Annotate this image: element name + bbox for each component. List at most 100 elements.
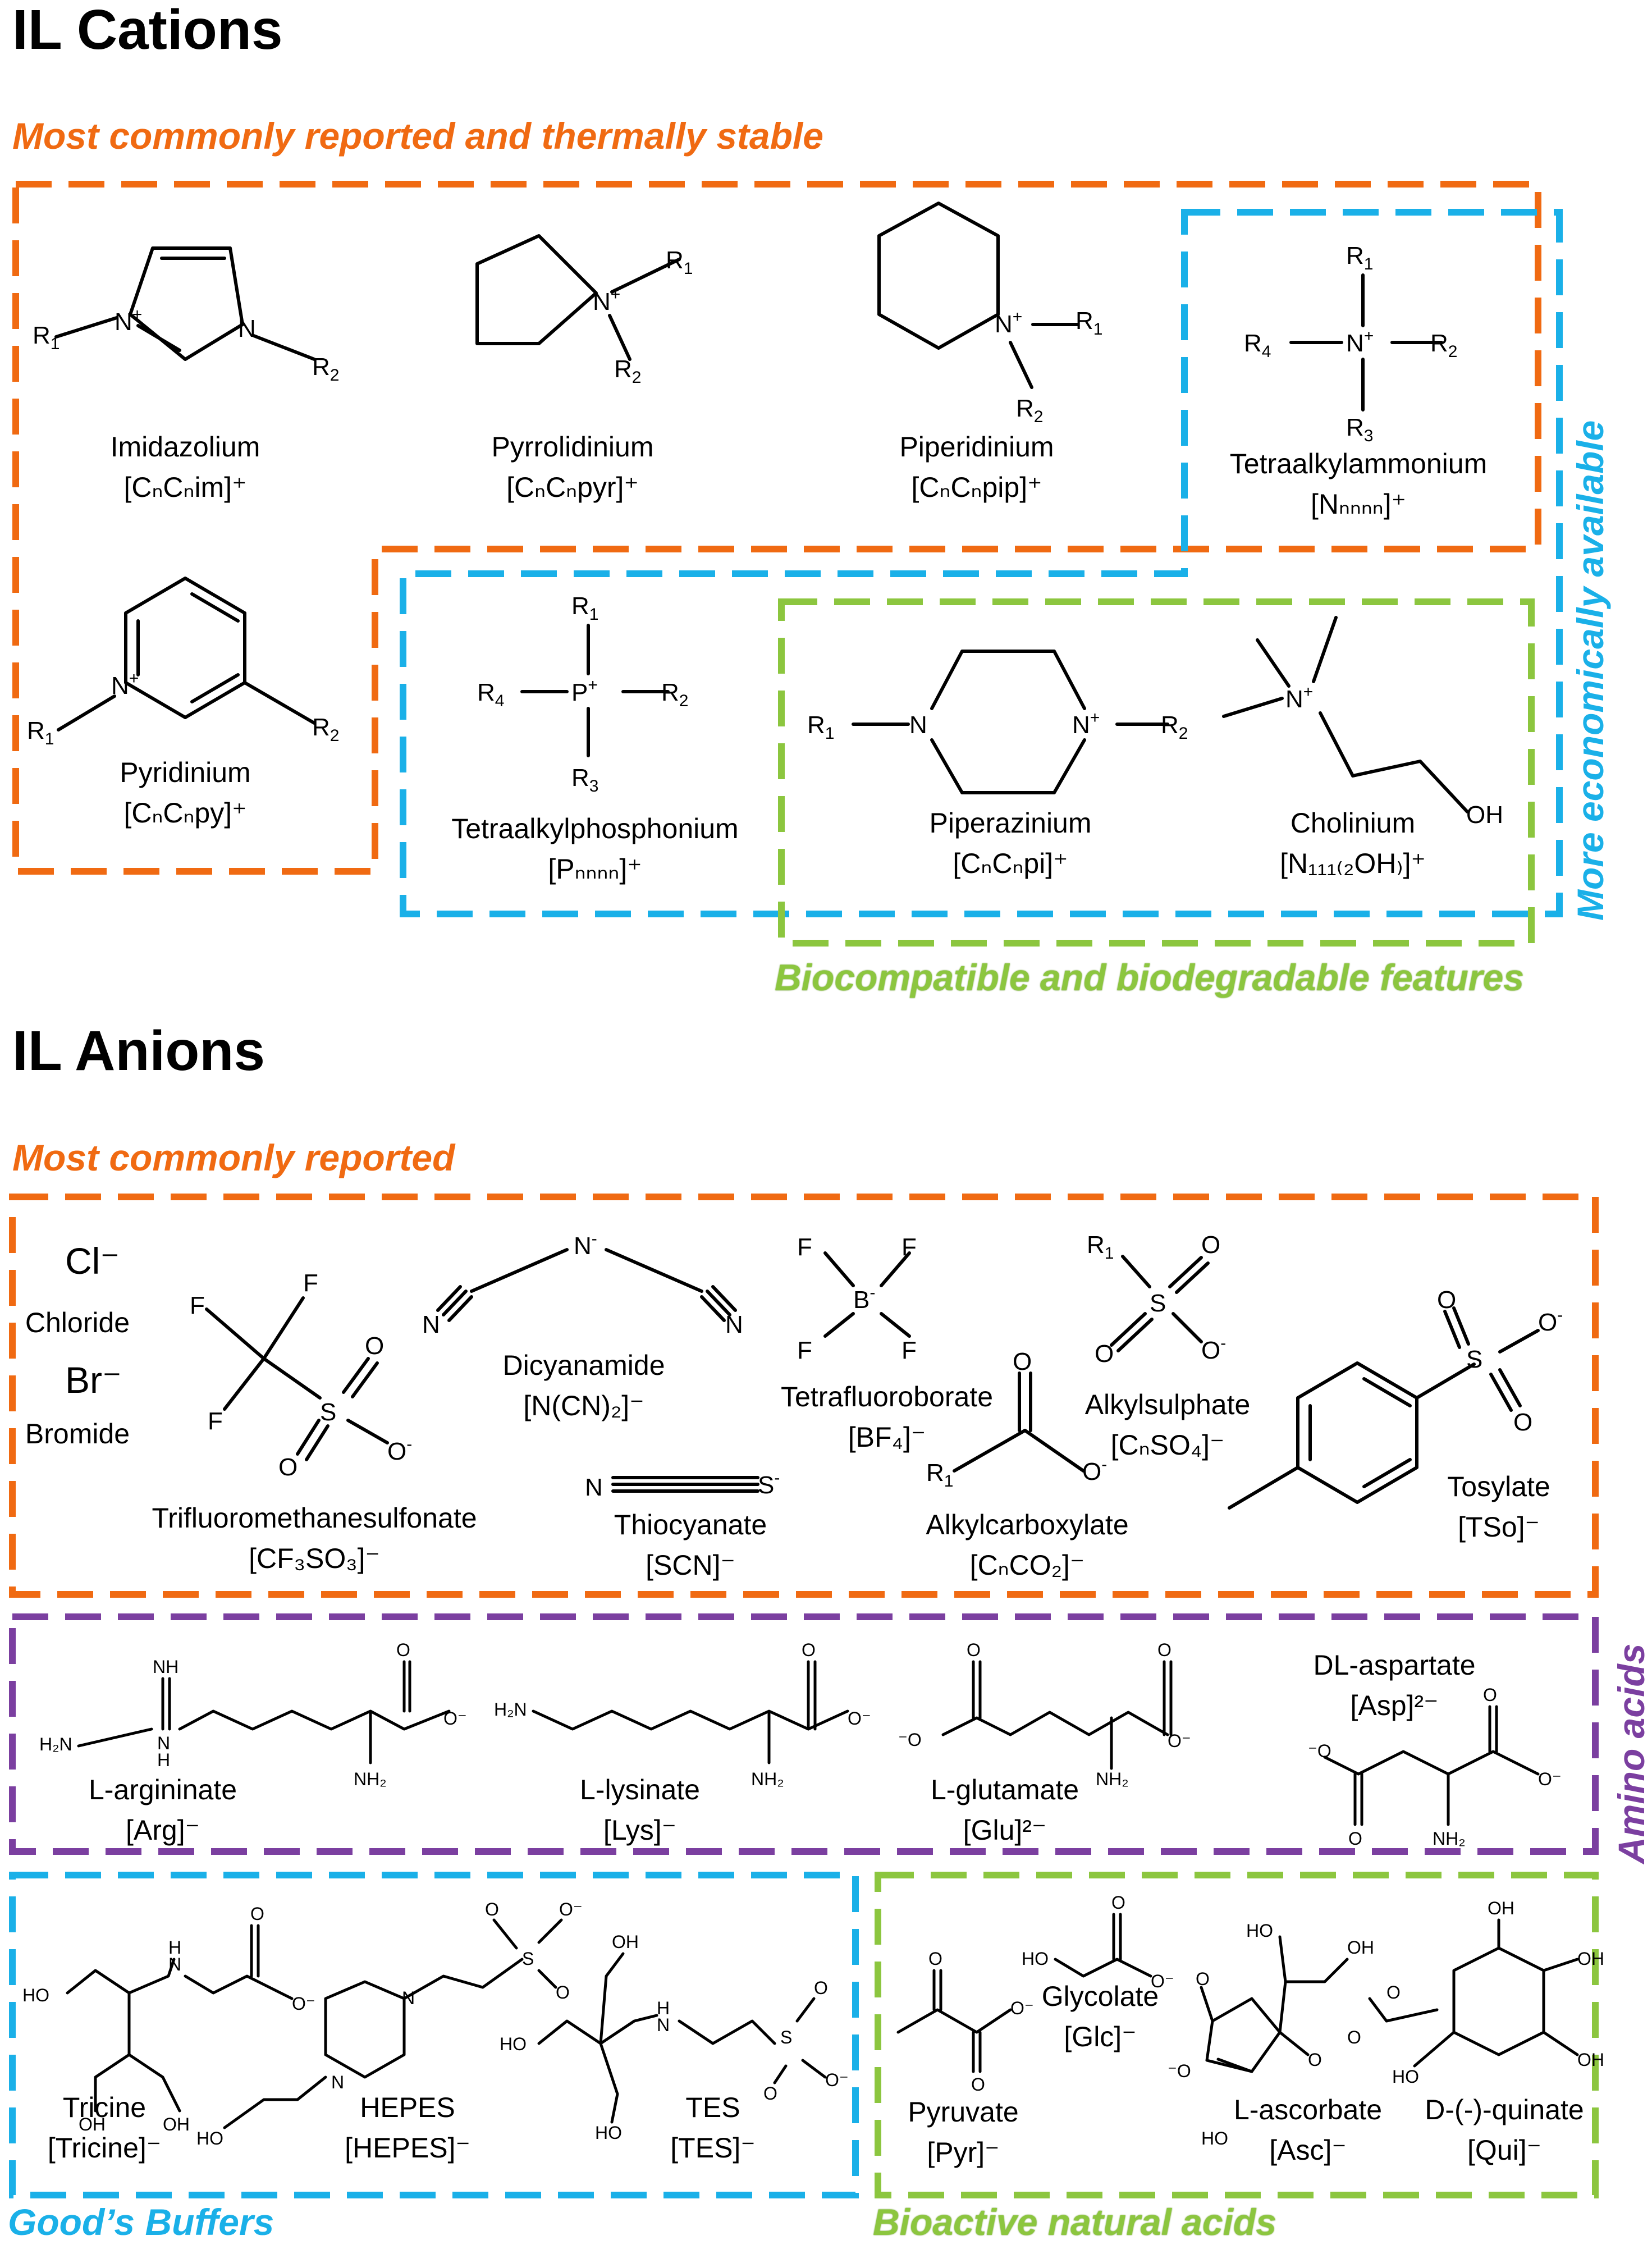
tetraalkylammonium-structure [1289, 273, 1443, 412]
box-common-anions [9, 1194, 1599, 1598]
anion-abbr: [CF₃SO₃]⁻ [249, 1543, 380, 1574]
svg-text:O⁻: O⁻ [292, 1994, 315, 2014]
group-label-natural: Bioactive natural acids [873, 2201, 1276, 2243]
svg-text:N-: N- [574, 1229, 597, 1260]
anion-name: Glycolate [1041, 1981, 1159, 2012]
anion-abbr: [CₙSO₄]⁻ [1110, 1429, 1225, 1461]
anion-abbr: [HEPES]⁻ [345, 2132, 470, 2164]
svg-text:R2: R2 [661, 679, 688, 710]
svg-text:HO: HO [1201, 2128, 1228, 2148]
anions-title: IL Anions [12, 1019, 265, 1082]
svg-text:F: F [190, 1292, 205, 1319]
piperidinium-structure [877, 202, 1079, 389]
svg-text:OH: OH [612, 1932, 639, 1952]
pyrrolidinium-structure [475, 234, 681, 361]
cation-name: Piperazinium [929, 807, 1092, 839]
svg-text:R4: R4 [1244, 330, 1271, 361]
svg-text:S: S [780, 2027, 792, 2047]
anion-pyruvate: Pyruvate [Pyr]⁻ [908, 2092, 1018, 2173]
tetrafluoroborate-structure [823, 1251, 911, 1338]
anion-name: L-argininate [88, 1774, 237, 1805]
aspartate-structure [1323, 1705, 1540, 1826]
svg-text:N: N [422, 1311, 440, 1338]
svg-text:O: O [802, 1640, 816, 1660]
anion-hepes: HEPES [HEPES]⁻ [345, 2087, 470, 2168]
cation-imidazolium: Imidazolium [CₙCₙim]⁺ [111, 427, 260, 508]
anion-abbr: [Arg]⁻ [126, 1814, 200, 1846]
svg-text:R1: R1 [926, 1459, 953, 1491]
anion-abbr: [SCN]⁻ [646, 1549, 735, 1581]
svg-text:O: O [967, 1640, 981, 1660]
group-label-common: Most commonly reported [12, 1137, 455, 1178]
anion-argininate: L-argininate [Arg]⁻ [89, 1770, 237, 1850]
triflate-structure [205, 1296, 389, 1461]
svg-text:OH: OH [79, 2114, 106, 2134]
group-label-bio: Biocompatible and biodegradable features [775, 957, 1524, 998]
svg-text:R2: R2 [1016, 395, 1043, 426]
svg-text:HO: HO [22, 1985, 49, 2005]
box-natural-acids [875, 1872, 1599, 2198]
svg-text:OH: OH [1466, 801, 1503, 829]
anion-name: HEPES [360, 2092, 455, 2123]
alkylsulphate-structure [1110, 1255, 1210, 1352]
svg-text:N+: N+ [995, 308, 1022, 338]
svg-text:R1: R1 [1076, 307, 1102, 339]
anion-abbr: [TSo]⁻ [1458, 1511, 1540, 1543]
svg-text:O-: O- [1201, 1334, 1226, 1364]
atom-labels: R1 N+ N R2 N+ R1 R2 N+ R1 R2 R1 N+ R4 R2… [27, 242, 1563, 1501]
anion-glycolate: Glycolate [Glc]⁻ [1042, 1976, 1159, 2057]
box-goods-buffers [9, 1872, 859, 2198]
anion-abbr: [TES]⁻ [670, 2132, 756, 2164]
anion-name: Alkylcarboxylate [926, 1509, 1129, 1540]
glycolate-structure [1054, 1913, 1152, 1978]
svg-text:N: N [168, 1954, 181, 1974]
svg-text:O: O [1095, 1340, 1114, 1368]
svg-text:O: O [1437, 1286, 1456, 1314]
cation-piperazinium: Piperazinium [CₙCₙpi]⁺ [929, 803, 1091, 884]
chloride-name: Chloride [25, 1307, 130, 1338]
tes-structure [537, 1952, 827, 2124]
svg-text:S: S [1466, 1346, 1482, 1373]
cation-abbr: [CₙCₙpy]⁺ [123, 797, 247, 829]
cation-cholinium: Cholinium [N₁₁₁₍₂OH₎]⁺ [1280, 803, 1426, 884]
group-label-buffers: Good’s Buffers [8, 2201, 274, 2243]
cation-name: Tetraalkylammonium [1229, 448, 1488, 479]
svg-text:N: N [585, 1474, 603, 1501]
anion-tes: TES [TES]⁻ [670, 2087, 755, 2168]
svg-text:O: O [1483, 1685, 1497, 1705]
svg-text:N+: N+ [1285, 683, 1313, 713]
svg-text:N: N [238, 315, 256, 342]
anion-quinate: D-(-)-quinate [Qui]⁻ [1425, 2090, 1584, 2170]
svg-text:OH: OH [1577, 1949, 1604, 1969]
svg-text:N: N [157, 1733, 170, 1753]
ascorbate-structure [1200, 1935, 1349, 2073]
cation-abbr: [CₙCₙpyr]⁺ [506, 472, 639, 503]
svg-text:R1: R1 [571, 592, 598, 624]
bromide-symbol: Br⁻ [65, 1359, 122, 1401]
svg-text:N: N [402, 1988, 415, 2008]
svg-text:F: F [901, 1233, 917, 1261]
lysinate-structure [532, 1660, 849, 1764]
svg-text:F: F [303, 1269, 318, 1297]
svg-text:H: H [157, 1750, 170, 1770]
alkylcarboxylate-structure [953, 1371, 1085, 1473]
anion-name: L-lysinate [580, 1774, 700, 1805]
anion-abbr: [Asp]²⁻ [1350, 1690, 1439, 1721]
anion-abbr: [Lys]⁻ [603, 1814, 677, 1846]
svg-text:O: O [1308, 2050, 1322, 2070]
svg-text:NH₂: NH₂ [1096, 1769, 1129, 1789]
cation-name: Piperidinium [899, 431, 1054, 463]
anion-abbr: [CₙCO₂]⁻ [969, 1549, 1085, 1581]
svg-text:N: N [725, 1311, 743, 1338]
svg-text:HO: HO [1022, 1949, 1049, 1969]
svg-text:O: O [928, 1949, 942, 1969]
svg-text:R1: R1 [1087, 1231, 1114, 1263]
glutamate-structure [941, 1660, 1173, 1770]
svg-text:H₂N: H₂N [39, 1734, 72, 1754]
anion-aspartate: DL-aspartate [Asp]²⁻ [1313, 1645, 1475, 1726]
svg-text:H: H [168, 1937, 181, 1958]
svg-text:⁻O: ⁻O [1168, 2061, 1191, 2081]
svg-text:O⁻: O⁻ [443, 1708, 467, 1729]
